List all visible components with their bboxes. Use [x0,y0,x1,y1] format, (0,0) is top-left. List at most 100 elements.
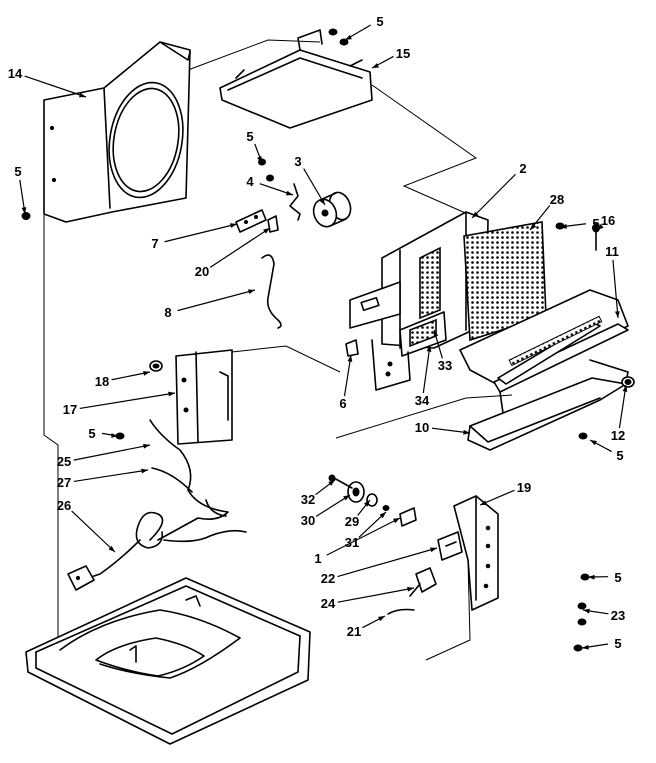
callout-number: 7 [151,236,158,251]
callout-number: 1 [314,551,321,566]
callout-number: 5 [376,14,383,29]
leader-arrowhead [472,211,479,218]
callout-number: 24 [321,596,336,611]
callout-c10: 10 [415,420,471,435]
callout-c22: 22 [321,547,438,586]
callout-c30: 30 [301,494,351,528]
callout-c33: 33 [433,329,452,373]
leader-line [79,392,176,410]
callout-c7: 7 [151,223,238,251]
leader-arrowhead [79,92,86,98]
callout-c24: 24 [321,586,415,611]
rotary-switch [437,531,463,561]
callout-number: 25 [57,454,71,469]
leader-line [73,469,149,483]
leader-arrowhead [393,518,400,524]
leader-arrowhead [257,156,262,163]
leader-line [612,259,619,319]
callout-number: 15 [396,46,410,61]
leader-arrowhead [622,385,628,392]
leader-line [24,75,87,98]
leader-line [337,587,415,603]
callout-number: 20 [195,264,209,279]
callout-c19: 19 [479,480,531,506]
callout-c26: 26 [57,498,116,553]
callout-number: 6 [339,396,346,411]
leader-line [471,173,516,219]
callout-c5b: 5 [246,129,263,164]
callout-number: 34 [415,393,430,408]
leader-line [177,289,256,312]
leader-arrowhead [141,468,148,474]
callout-c5a: 5 [344,14,384,41]
callout-c27: 27 [57,468,149,490]
top-cover-plate [219,29,373,129]
callout-number: 3 [294,154,301,169]
leader-arrowhead [363,500,370,507]
leader-arrowhead [378,616,385,622]
blower-housing-panel [43,41,191,223]
capacitor [312,191,352,228]
leader-arrowhead [407,586,414,592]
small-bracket [345,339,359,357]
leader-arrowhead [379,512,386,519]
callout-c5e: 5 [88,426,119,441]
base-pan [25,577,311,745]
leader-arrowhead [582,644,589,650]
callout-c23: 23 [582,608,625,623]
side-bracket [149,349,233,445]
leader-line [337,547,438,578]
leader-arrowhead [463,429,470,435]
leader-line [618,384,627,429]
leader-arrowhead [615,311,620,318]
leader-line [326,517,401,556]
leader-arrowhead [588,574,595,580]
callout-number: 33 [438,358,452,373]
leader-arrowhead [21,207,27,214]
callout-number: 27 [57,475,71,490]
control-knob-assembly [333,477,417,527]
capillary-tube [387,608,415,615]
leader-line [315,494,351,517]
callout-c16: 16 [596,213,615,231]
grommet [621,376,635,388]
callout-number: 18 [95,374,109,389]
callout-c25: 25 [57,443,151,469]
callout-number: 5 [88,426,95,441]
callout-c2: 2 [471,161,527,219]
control-mounting-bracket [453,495,499,611]
leader-arrowhead [143,443,150,449]
callout-c1: 1 [314,517,401,566]
callout-c11: 11 [605,244,620,319]
leader-arrowhead [345,34,352,40]
leader-line [596,224,600,231]
leader-line [73,444,151,461]
callout-number: 22 [321,571,335,586]
callout-number: 5 [616,448,623,463]
callout-number: 8 [164,305,171,320]
leader-arrowhead [143,370,150,376]
callout-number: 16 [601,213,615,228]
leader-arrowhead [590,440,597,446]
callout-c5h: 5 [581,636,622,651]
callout-c17: 17 [63,391,176,417]
wire-harness [149,419,229,541]
leader-arrowhead [319,198,325,205]
callout-c18: 18 [95,370,151,389]
callout-number: 29 [345,514,359,529]
leader-line [303,168,326,206]
control-housing [349,211,489,391]
callout-number: 5 [592,216,599,231]
wire-hook [261,254,282,329]
callout-number: 21 [347,624,361,639]
callout-number: 10 [415,420,429,435]
callout-c15: 15 [371,46,410,69]
callout-c14: 14 [8,66,87,98]
callout-c3: 3 [294,154,326,206]
callout-number: 11 [605,244,619,259]
leader-arrowhead [433,330,439,337]
callout-number: 5 [614,636,621,651]
callout-number: 4 [246,174,254,189]
callout-number: 26 [57,498,71,513]
